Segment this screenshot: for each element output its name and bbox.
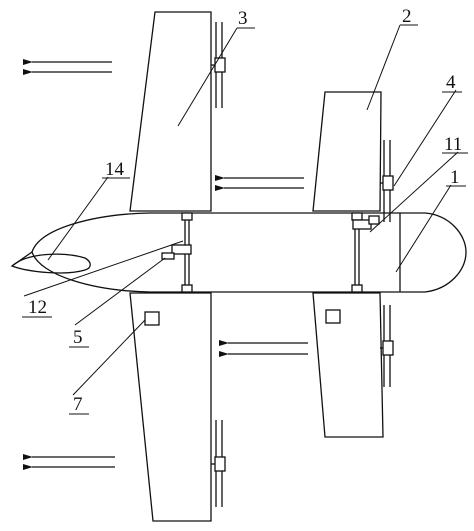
front-wing-pivot xyxy=(161,212,193,293)
label-4: 4 xyxy=(446,72,456,93)
rear-wing-upper xyxy=(312,91,382,212)
label-3: 3 xyxy=(238,8,248,29)
component-square-front xyxy=(144,311,160,326)
label-11: 11 xyxy=(444,134,462,155)
cockpit-canopy xyxy=(10,253,91,274)
fuselage xyxy=(31,212,467,293)
propeller-rear-upper xyxy=(380,140,394,222)
leader-2 xyxy=(366,24,401,111)
rear-wing-pivot xyxy=(351,212,380,293)
propeller-rear-lower xyxy=(380,305,394,387)
label-14: 14 xyxy=(105,159,125,180)
airflow-arrows-bottom-left xyxy=(23,454,115,470)
rear-wing-lower xyxy=(312,292,384,438)
label-12: 12 xyxy=(28,297,47,318)
airflow-arrows-lower-middle xyxy=(219,340,308,357)
airflow-arrows-top-left xyxy=(23,59,112,75)
leader-1 xyxy=(395,184,452,273)
front-wing-lower xyxy=(129,292,212,522)
leader-7 xyxy=(72,319,146,396)
leader-12 xyxy=(23,240,184,297)
leader-5 xyxy=(74,257,166,326)
label-7: 7 xyxy=(73,394,83,415)
propeller-front-upper xyxy=(211,22,226,108)
propeller-front-lower xyxy=(211,420,226,507)
label-5: 5 xyxy=(73,327,83,348)
front-wing-upper xyxy=(129,11,212,212)
component-square-rear xyxy=(325,309,341,324)
airflow-arrows-upper-middle xyxy=(215,175,304,191)
leader-14 xyxy=(47,176,109,261)
leader-3 xyxy=(177,27,238,127)
nose-tip-line xyxy=(11,251,33,267)
leader-lines xyxy=(23,24,459,396)
label-2: 2 xyxy=(402,6,412,27)
leader-4 xyxy=(393,89,457,187)
label-1: 1 xyxy=(450,167,460,188)
leader-11 xyxy=(369,151,459,233)
